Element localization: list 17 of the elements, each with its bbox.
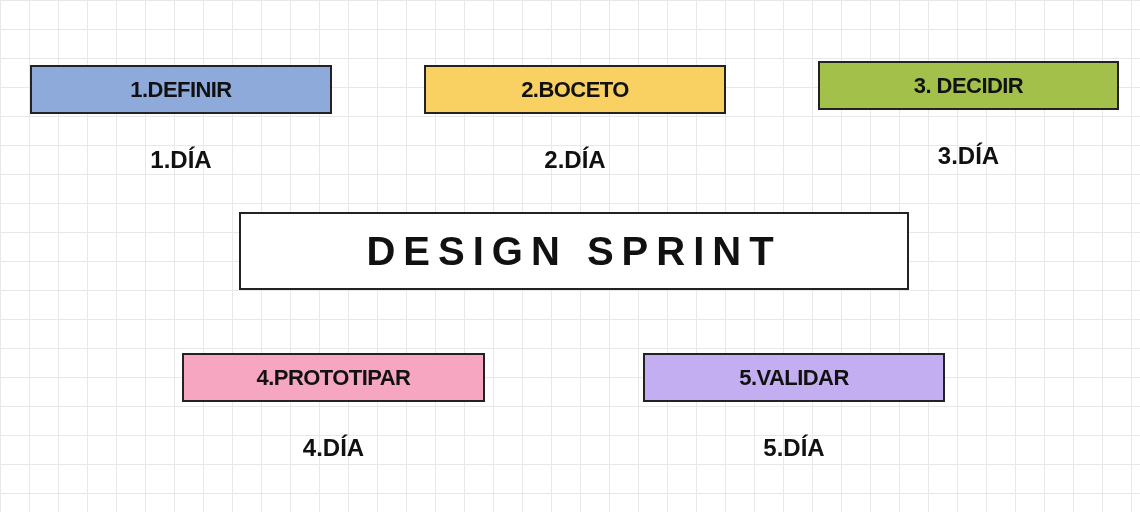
phase-label: 5.VALIDAR — [739, 364, 849, 392]
day-label: 1.DÍA — [149, 145, 213, 175]
phase-label: 1.DEFINIR — [130, 76, 232, 104]
day-label: 5.DÍA — [762, 433, 826, 463]
phase-label: 4.PROTOTIPAR — [256, 364, 411, 392]
phase-box — [424, 65, 726, 114]
phase-box — [643, 353, 945, 402]
day-label: 2.DÍA — [543, 145, 607, 175]
phase-box — [30, 65, 332, 114]
title-box — [239, 212, 909, 290]
phase-box — [182, 353, 485, 402]
phase-label: 2.BOCETO — [521, 76, 629, 104]
day-label: 3.DÍA — [936, 141, 1001, 171]
phase-label: 3. DECIDIR — [913, 72, 1024, 100]
day-label: 4.DÍA — [301, 433, 366, 463]
phase-box — [818, 61, 1119, 110]
title-text: DESIGN SPRINT — [366, 228, 782, 275]
